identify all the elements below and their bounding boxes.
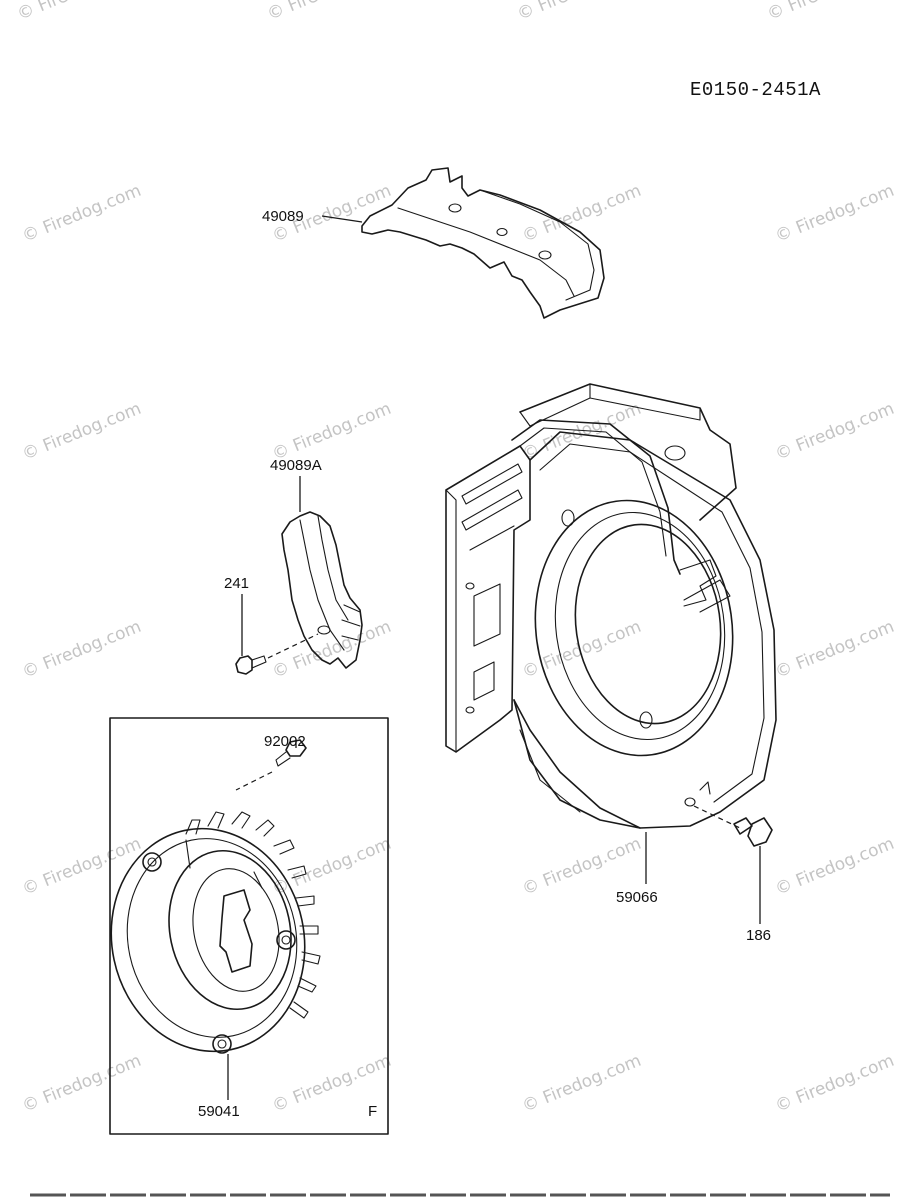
watermark: © Firedog.com (764, 0, 889, 25)
watermark: © Firedog.com (772, 1051, 897, 1117)
flywheel-drawing (110, 739, 321, 1100)
watermark: © Firedog.com (772, 834, 897, 900)
watermark: © Firedog.com (19, 834, 144, 900)
watermark: © Firedog.com (269, 399, 394, 465)
watermark: © Firedog.com (514, 0, 639, 25)
watermark: © Firedog.com (14, 0, 139, 25)
shroud-drawing (445, 383, 777, 924)
part-label-59066: 59066 (616, 889, 658, 906)
watermark: © Firedog.com (19, 617, 144, 683)
watermark: © Firedog.com (772, 399, 897, 465)
watermark: © Firedog.com (19, 399, 144, 465)
watermark: © Firedog.com (19, 181, 144, 247)
part-label-186: 186 (746, 927, 771, 944)
part-label-92002: 92002 (264, 733, 306, 750)
part-label-49089A: 49089A (270, 457, 322, 474)
diagram-code: E0150-2451A (690, 79, 821, 101)
bracket-left-drawing (235, 476, 363, 675)
inset-letter: F (368, 1103, 377, 1120)
watermark: © Firedog.com (772, 617, 897, 683)
bracket-top-drawing (321, 167, 605, 319)
inset-frame (109, 717, 389, 1135)
watermark: © Firedog.com (269, 834, 394, 900)
watermark: © Firedog.com (519, 399, 644, 465)
watermark: © Firedog.com (19, 1051, 144, 1117)
part-label-241: 241 (224, 575, 249, 592)
part-label-59041: 59041 (198, 1103, 240, 1120)
watermark: © Firedog.com (772, 181, 897, 247)
watermark: © Firedog.com (269, 617, 394, 683)
part-label-49089: 49089 (262, 208, 304, 225)
watermark: © Firedog.com (264, 0, 389, 25)
watermark: © Firedog.com (519, 181, 644, 247)
watermark: © Firedog.com (519, 1051, 644, 1117)
